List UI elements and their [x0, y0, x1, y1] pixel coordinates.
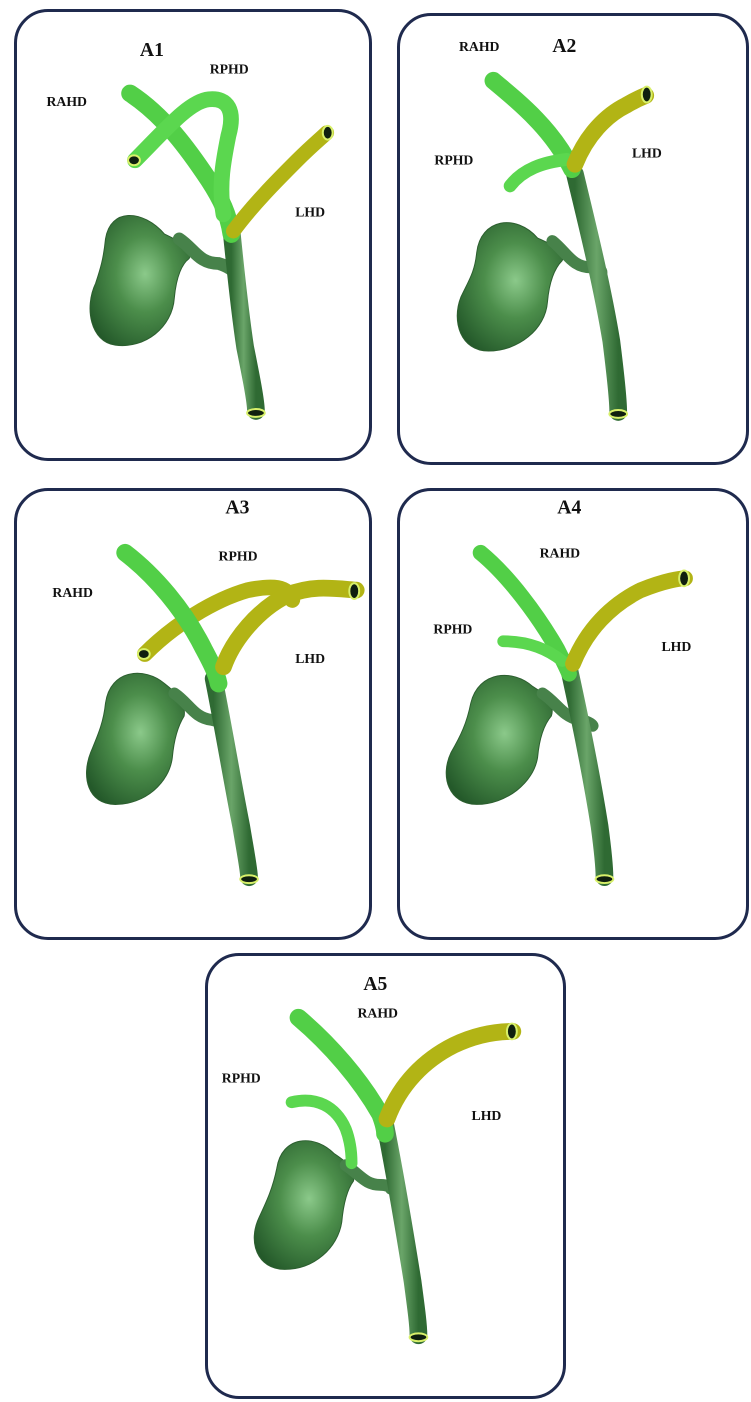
panel-title: A1	[140, 39, 164, 61]
diagram-a1: A1 RAHD RPHD LHD	[17, 12, 369, 458]
rahd-duct	[125, 553, 218, 684]
common-bile-duct	[575, 174, 618, 412]
duct-opening	[247, 409, 265, 417]
common-bile-duct	[569, 669, 604, 877]
lhd-duct	[223, 588, 356, 667]
label-rahd: RAHD	[357, 1006, 398, 1021]
label-rphd: RPHD	[222, 1071, 261, 1086]
panel-title: A5	[363, 973, 387, 995]
label-lhd: LHD	[472, 1108, 502, 1123]
label-rphd: RPHD	[219, 549, 258, 564]
lhd-duct	[387, 1031, 513, 1119]
duct-opening	[128, 155, 140, 165]
label-rahd: RAHD	[46, 94, 87, 109]
label-rahd: RAHD	[459, 39, 500, 54]
duct-opening	[323, 126, 333, 140]
gallbladder	[446, 675, 552, 804]
duct-opening	[596, 875, 614, 883]
panel-title: A2	[552, 35, 576, 57]
gallbladder	[254, 1141, 354, 1270]
label-rahd: RAHD	[52, 585, 93, 600]
panel-a1: A1 RAHD RPHD LHD	[14, 9, 372, 461]
label-rahd: RAHD	[540, 546, 581, 561]
panel-a2: A2 RAHD RPHD LHD	[397, 13, 749, 465]
label-lhd: LHD	[295, 651, 325, 666]
duct-opening	[679, 570, 689, 586]
panel-a5: A5 RAHD RPHD LHD	[205, 953, 566, 1399]
common-bile-duct	[214, 679, 249, 878]
panel-a3: A3 RAHD RPHD LHD	[14, 488, 372, 940]
label-lhd: LHD	[661, 639, 691, 654]
duct-opening	[138, 649, 150, 659]
diagram-a2: A2 RAHD RPHD LHD	[400, 16, 746, 462]
label-lhd: LHD	[295, 204, 325, 219]
common-bile-duct	[231, 229, 256, 411]
duct-opening	[240, 875, 258, 883]
label-rphd: RPHD	[433, 621, 472, 636]
panel-a4: A4 RAHD RPHD LHD	[397, 488, 749, 940]
diagram-a4: A4 RAHD RPHD LHD	[400, 491, 746, 937]
label-lhd: LHD	[632, 145, 662, 160]
duct-opening	[349, 583, 359, 599]
panel-title: A3	[225, 496, 249, 518]
duct-opening	[410, 1333, 428, 1341]
panel-title: A4	[557, 496, 581, 518]
label-rphd: RPHD	[434, 152, 473, 167]
duct-opening	[642, 87, 652, 103]
duct-opening	[507, 1024, 517, 1040]
diagram-a3: A3 RAHD RPHD LHD	[17, 491, 369, 937]
diagram-a5: A5 RAHD RPHD LHD	[208, 956, 563, 1396]
label-rphd: RPHD	[210, 62, 249, 77]
duct-opening	[609, 410, 627, 418]
rphd-duct	[510, 159, 567, 186]
common-bile-duct	[385, 1124, 418, 1335]
